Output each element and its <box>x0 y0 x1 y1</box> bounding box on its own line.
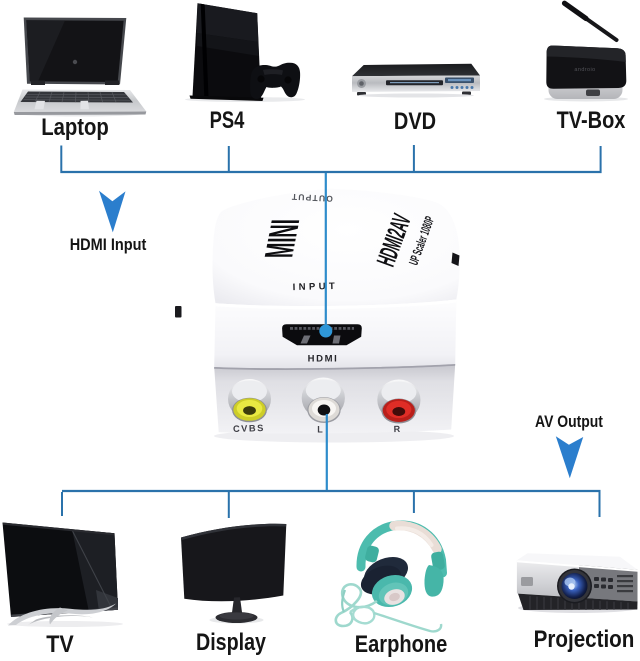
svg-text:HDMI: HDMI <box>308 354 339 365</box>
svg-text:R: R <box>393 424 400 434</box>
svg-text:androio: androio <box>574 67 595 73</box>
svg-text:MINI: MINI <box>256 219 308 258</box>
svg-text:CVBS: CVBS <box>233 423 265 434</box>
svg-text:OUTPUT: OUTPUT <box>290 192 333 204</box>
svg-text:L: L <box>317 425 323 435</box>
svg-text:INPUT: INPUT <box>293 281 339 293</box>
